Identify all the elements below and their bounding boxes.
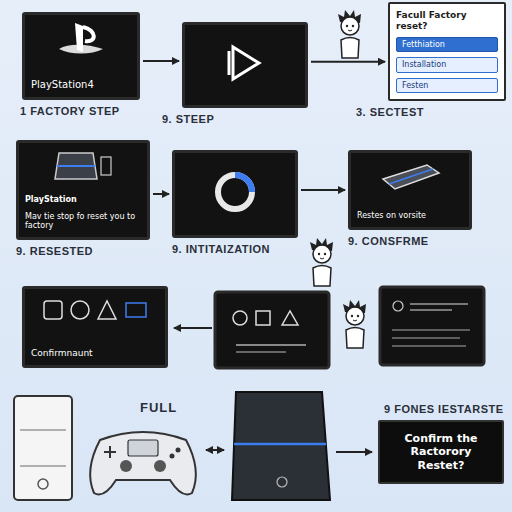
step-caption: 9. RESESTED	[16, 245, 93, 257]
screen-panel: 9. STEEP	[182, 22, 308, 108]
screen-frame: PlayStation4	[22, 12, 140, 100]
arrow	[206, 449, 224, 451]
note-label: FULL	[140, 400, 177, 415]
screen-icon	[357, 159, 463, 199]
screen-frame: PlayStationMav tie stop fo reset you to …	[16, 140, 150, 240]
screen-panel: PlayStation41 FACTORY STEP	[22, 12, 140, 100]
flow-arrow	[311, 61, 385, 63]
white-console	[14, 396, 72, 500]
arrow	[174, 327, 212, 329]
screen-frame: Confirmnaunt	[22, 286, 168, 368]
icon-row	[40, 295, 150, 325]
step-caption: 3. SECTEST	[356, 106, 424, 118]
step-caption: 9. CONSFRME	[348, 235, 429, 247]
menu-option: Festen	[396, 78, 498, 94]
dialog-title: Facull Factory reset?	[396, 10, 498, 32]
step-caption: 9 FONES IESTARSTE	[384, 403, 504, 415]
dialog-box: Facull Factory reset? FetthiationInstalla…	[388, 2, 506, 101]
flow-arrow	[301, 189, 345, 191]
step-caption: 1 FACTORY STEP	[20, 105, 120, 117]
screen-text: Confirmnaunt	[31, 348, 159, 359]
screen-panel: PlayStationMav tie stop fo reset you to …	[16, 140, 150, 240]
flow-arrow	[153, 193, 169, 195]
screen-figure	[215, 292, 329, 368]
screen-panel: Restes on vorsite9. CONSFRME	[348, 150, 472, 230]
console-icon	[375, 159, 445, 195]
screen-frame: Restes on vorsite	[348, 150, 472, 230]
step-caption: 9. STEEP	[162, 113, 214, 125]
screen-panel: Confirmnaunt	[22, 286, 168, 368]
option-frame: Installation	[396, 57, 498, 73]
screen-panel: Confirm the Ractorory Restet?9 FONES IES…	[378, 420, 504, 484]
console-icon	[53, 149, 113, 183]
flow-arrow	[143, 60, 179, 62]
option-text: Festen	[402, 81, 492, 91]
screen-icon	[31, 295, 159, 329]
screen-figure	[380, 287, 484, 365]
screen-text: PlayStation4	[31, 79, 131, 91]
menu-option: Installation	[396, 57, 498, 73]
arrow	[336, 451, 372, 453]
option-frame: Fetthiation	[396, 37, 498, 53]
screen-icon	[210, 167, 260, 221]
screen-panel: 9. INTITAIZATION	[172, 150, 298, 238]
ps-logo	[55, 21, 107, 59]
controller	[90, 432, 196, 494]
screen-frame	[182, 22, 308, 108]
screen-text: Restes on vorsite	[357, 211, 463, 221]
option-text: Installation	[402, 60, 492, 70]
screen-text: Mav tie stop fo reset you to factory	[25, 212, 141, 231]
dialog-frame: Facull Factory reset? FetthiationInstalla…	[388, 2, 506, 101]
screen-icon	[31, 21, 131, 63]
screen-icon	[223, 41, 267, 89]
screen-icon	[25, 149, 141, 187]
start-icon	[223, 41, 267, 85]
loading-ring	[210, 167, 260, 217]
screen-frame	[172, 150, 298, 238]
menu-option: Fetthiation	[396, 37, 498, 53]
option-text: Fetthiation	[402, 40, 492, 50]
screen-frame: Confirm the Ractorory Restet?	[378, 420, 504, 484]
option-frame: Festen	[396, 78, 498, 94]
black-console	[232, 392, 330, 500]
screen-text: Confirm the Ractorory Restet?	[388, 432, 494, 472]
step-caption: 9. INTITAIZATION	[172, 243, 270, 255]
screen-text: PlayStation	[25, 195, 141, 205]
